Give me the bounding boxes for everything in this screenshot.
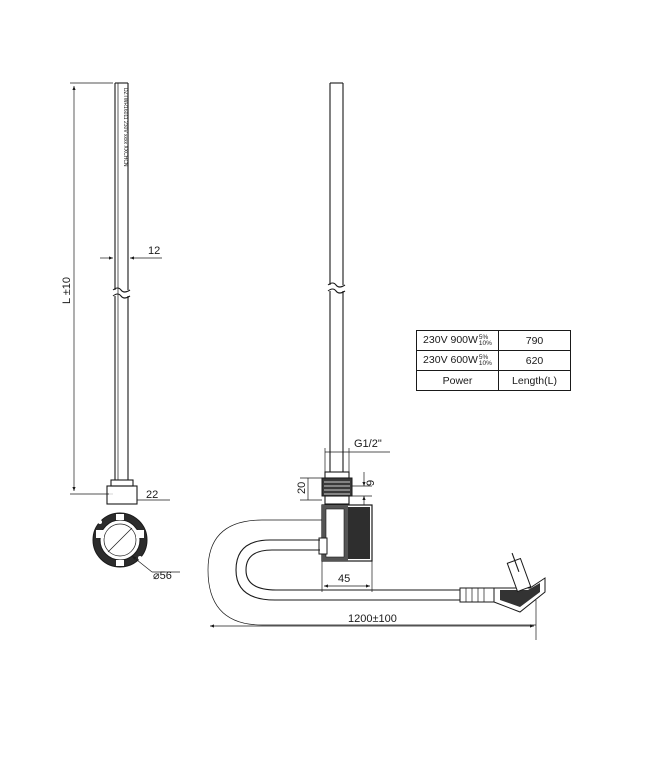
thread-height-label: 20 <box>296 482 308 494</box>
collar-diameter-label: ⌀56 <box>153 570 172 582</box>
length-header: Length(L) <box>498 370 571 391</box>
power-cable <box>207 519 537 640</box>
length-label: L ±10 <box>61 277 73 304</box>
heating-tube-front <box>112 82 131 480</box>
tube-marking: DZTWR16011 230V xxxx XXCHCN <box>122 88 128 167</box>
body-width-label: 45 <box>338 573 350 585</box>
power-header: Power <box>416 370 499 391</box>
offset-label: 9 <box>365 480 377 486</box>
collar-front <box>92 512 148 568</box>
table-header-row: Power Length(L) <box>416 370 571 391</box>
cable-length-label: 1200±100 <box>348 613 397 625</box>
tolerance: 5%10% <box>478 333 492 347</box>
length-dimension <box>70 82 113 495</box>
side-view: G1/2" 20 9 <box>207 82 546 640</box>
length-cell: 620 <box>498 350 571 371</box>
power-plug <box>459 552 546 613</box>
tube-width-label: 12 <box>148 245 160 257</box>
heater-body <box>318 504 373 562</box>
nut-width-label: 22 <box>146 489 158 501</box>
front-view: DZTWR16011 230V xxxx XXCHCN L ±10 12 22 <box>61 82 180 582</box>
nut-front <box>106 479 138 505</box>
tolerance: 5%10% <box>478 353 492 367</box>
heating-tube-side <box>327 82 346 472</box>
thread-label: G1/2" <box>354 438 382 450</box>
nut-side <box>321 471 353 505</box>
length-cell: 790 <box>498 330 571 351</box>
